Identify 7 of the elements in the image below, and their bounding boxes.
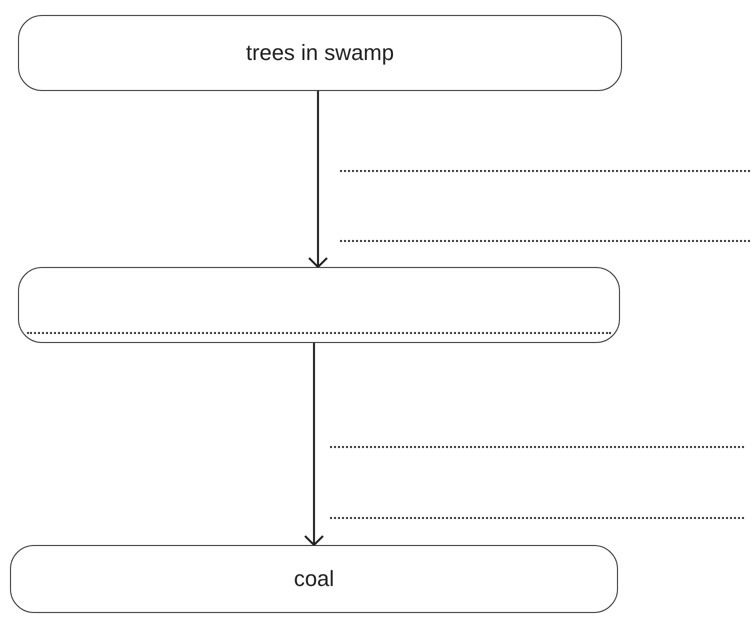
empty-box <box>18 267 620 343</box>
node-label: trees in swamp <box>246 40 394 66</box>
process-box <box>10 545 618 613</box>
node-label: coal <box>294 566 334 592</box>
arrow <box>304 343 324 546</box>
process-box <box>18 15 622 91</box>
arrow <box>308 91 328 268</box>
